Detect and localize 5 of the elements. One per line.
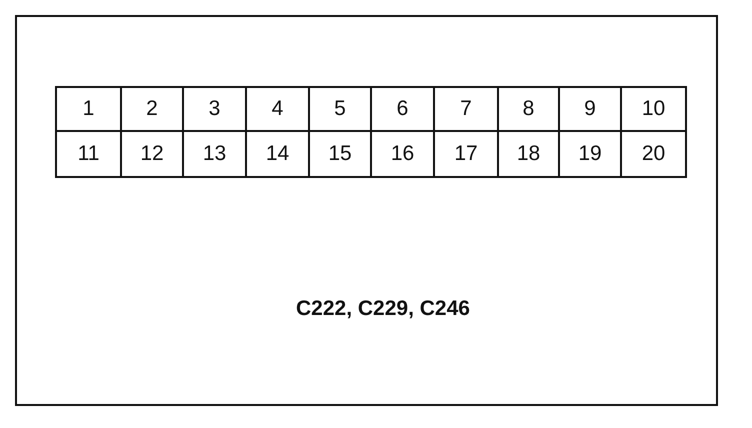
pin-number-cell: 1 <box>55 86 122 132</box>
pin-number-cell: 10 <box>620 86 687 132</box>
connector-caption: C222, C229, C246 <box>295 296 471 322</box>
pin-number-cell: 11 <box>55 130 122 178</box>
pin-number-cell: 20 <box>620 130 687 178</box>
